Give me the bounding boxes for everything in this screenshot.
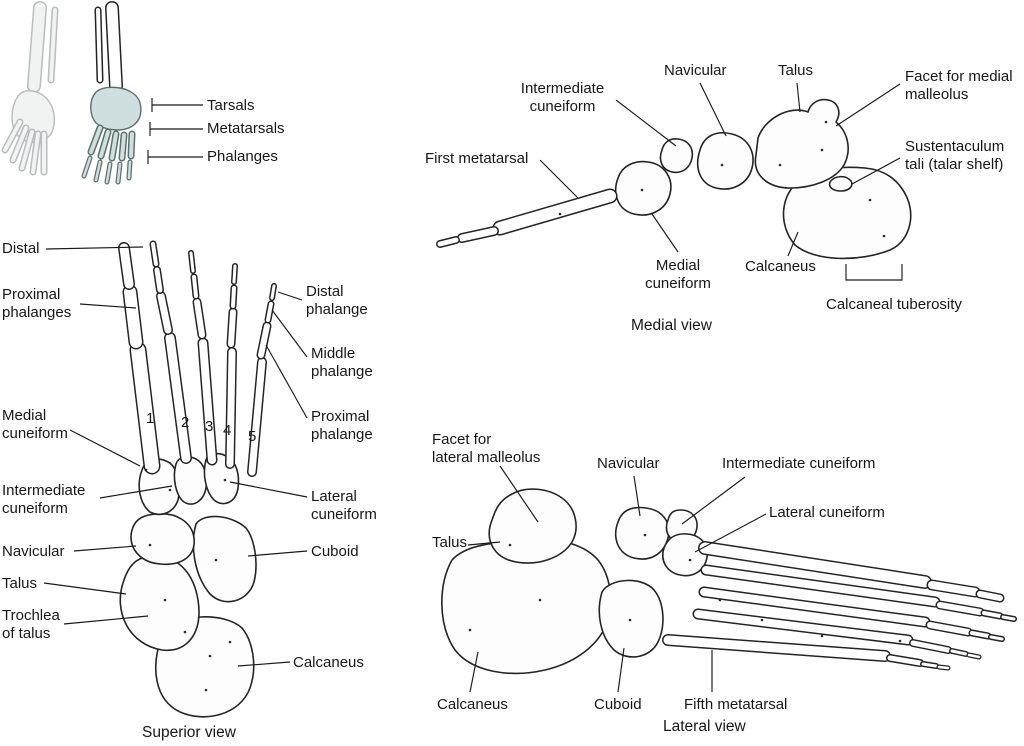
label-talus-lat: Talus [432,534,468,551]
lateral-view-drawing [441,465,1017,693]
label-middle-phalange: Middle phalange [311,345,373,381]
caption-medial-view: Medial view [631,317,712,334]
label-distal-phalange: Distal phalange [306,283,368,319]
metatarsal-number-5: 5 [248,428,257,445]
label-cuboid-lat: Cuboid [594,696,642,713]
metatarsal-number-1: 1 [146,410,155,427]
metatarsal-number-4: 4 [223,422,232,439]
label-medial-cuneiform-sup: Medial cuneiform [2,407,68,443]
label-intermediate-cuneiform-lat: Intermediate cuneiform [722,455,876,472]
label-phalanges: Phalanges [207,148,278,165]
label-navicular-lat: Navicular [597,455,660,472]
label-distal: Distal [2,240,40,257]
label-navicular-med: Navicular [664,62,727,79]
label-lateral-cuneiform-sup: Lateral cuneiform [311,488,377,524]
label-calcaneus-lat: Calcaneus [437,696,508,713]
label-proximal-phalanges: Proximal phalanges [2,286,72,322]
label-calcaneus-sup: Calcaneus [293,654,364,671]
label-calcaneal-tuberosity: Calcaneal tuberosity [826,296,962,313]
label-proximal-phalange: Proximal phalange [311,408,373,444]
label-intermediate-cuneiform-med: Intermediate cuneiform [520,80,605,116]
caption-lateral-view: Lateral view [663,718,746,735]
label-metatarsals: Metatarsals [207,120,285,137]
label-facet-lateral-malleolus: Facet for lateral malleolus [432,431,541,467]
label-talus-sup: Talus [2,575,38,592]
label-calcaneus-med: Calcaneus [745,258,816,275]
label-facet-medial-malleolus: Facet for medial malleolus [905,68,1013,104]
label-navicular-sup: Navicular [2,543,65,560]
label-talus-med: Talus [778,62,814,79]
label-tarsals: Tarsals [207,97,255,114]
label-sustentaculum-tali: Sustentaculum tali (talar shelf) [905,138,1005,174]
label-trochlea-of-talus: Trochlea of talus [2,607,60,643]
label-first-metatarsal: First metatarsal [425,150,529,167]
label-lateral-cuneiform-lat: Lateral cuneiform [769,504,885,521]
caption-superior-view: Superior view [142,724,236,741]
label-intermediate-cuneiform-sup: Intermediate cuneiform [2,482,86,518]
label-cuboid-sup: Cuboid [311,543,359,560]
metatarsal-number-3: 3 [205,418,214,435]
medial-view-drawing [436,82,912,281]
label-medial-cuneiform-med: Medial cuneiform [645,257,711,293]
inset-legs-drawing [1,1,203,185]
metatarsal-number-2: 2 [181,414,190,431]
label-fifth-metatarsal: Fifth metatarsal [684,696,788,713]
superior-view-drawing [43,240,308,718]
